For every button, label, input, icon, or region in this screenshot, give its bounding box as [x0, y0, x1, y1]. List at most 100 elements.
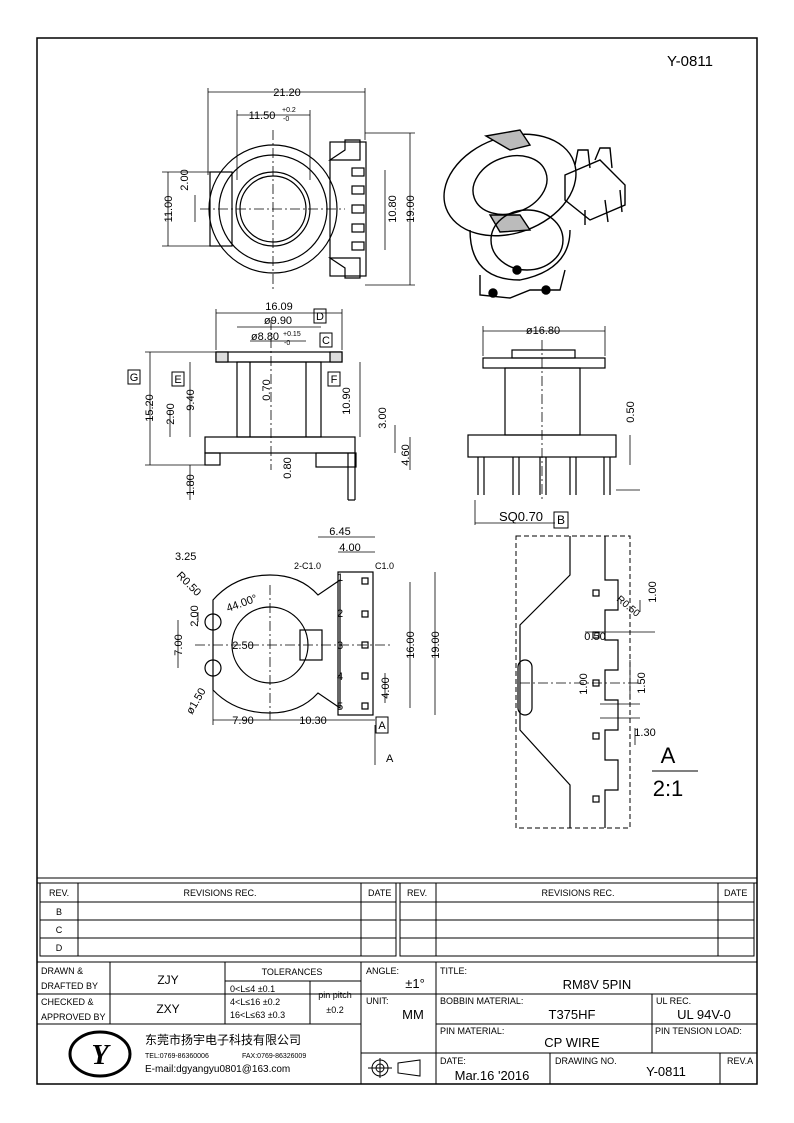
dim-side-d2-tol-plus: +0.15 — [283, 331, 301, 338]
dim-pcb-c: 0.50 — [584, 631, 605, 643]
bobbin-label: BOBBIN MATERIAL: — [440, 996, 523, 1006]
pin-label-2: 2 — [337, 608, 343, 620]
dim-top-inner: 11.50 — [249, 110, 276, 122]
pin-label-5: 5 — [337, 701, 343, 713]
dim-bottom-slot: 2.00 — [189, 605, 201, 626]
checked-value: ZXY — [156, 1002, 179, 1016]
dim-top-right-outer: 19.00 — [405, 195, 417, 223]
dim-bottom-w-pin: 4.00 — [339, 542, 360, 554]
tol-row-2: 4<L≤16 ±0.2 — [230, 997, 280, 1007]
unit-label: UNIT: — [366, 996, 389, 1006]
tolerances-label: TOLERANCES — [262, 967, 323, 977]
dim-bottom-right: 10.30 — [299, 715, 327, 727]
pcb-detail-view — [515, 535, 655, 829]
dim-side-base: 1.80 — [185, 474, 197, 495]
dim-side-h-e: 3.00 — [377, 407, 389, 428]
dim-side-h-total: 15.20 — [144, 394, 156, 422]
dim-bottom-r2: R0.50 — [174, 570, 203, 599]
datum-box-a — [375, 716, 389, 734]
datum-c: C — [322, 335, 330, 347]
dim-bottom-outer: 19.00 — [430, 631, 442, 659]
isometric-view — [443, 129, 626, 299]
drawing-no-value: Y-0811 — [646, 1064, 686, 1079]
checked-label-2: APPROVED BY — [41, 1012, 106, 1022]
dim-bottom-pitch: 4.00 — [380, 677, 392, 698]
drawn-value: ZJY — [157, 973, 178, 987]
date-value: Mar.16 '2016 — [455, 1068, 530, 1083]
dim-bottom-d-left: 7.00 — [173, 634, 185, 655]
tol-row-1: 0<L≤4 ±0.1 — [230, 984, 275, 994]
scale-label-bottom: 2:1 — [653, 776, 684, 801]
tol-row-3: 16<L≤63 ±0.3 — [230, 1010, 285, 1020]
dim-pcb-e: 1.50 — [636, 672, 648, 693]
dim-side-d2: ø8.80 — [251, 331, 279, 343]
dim-top-left-h: 11.00 — [163, 196, 175, 223]
bobbin-value: T375HF — [549, 1007, 596, 1022]
date-header-left: DATE — [368, 888, 391, 898]
pin-material-value: CP WIRE — [544, 1035, 600, 1050]
dim-bottom-w-total: 6.45 — [329, 526, 350, 538]
datum-box-d — [313, 308, 327, 324]
date-label: DATE: — [440, 1056, 466, 1066]
rec-header-left: REVISIONS REC. — [183, 888, 256, 898]
dim-front-pin-sq: SQ0.70 — [499, 509, 543, 524]
bottom-view — [177, 536, 436, 765]
rev-label: REV.A — [727, 1056, 753, 1066]
dim-side-h-d: 10.90 — [341, 387, 353, 415]
datum-box-b — [553, 511, 569, 529]
title-label: TITLE: — [440, 966, 467, 976]
front-view — [467, 326, 640, 525]
company-fax: FAX:0769-86326009 — [242, 1053, 306, 1060]
scale-label-top: A — [661, 743, 676, 768]
rev-row-b: B — [56, 907, 62, 917]
dim-top-inner-tol-plus: +0.2 — [282, 107, 296, 114]
dim-pcb-d: 1.00 — [578, 673, 590, 694]
datum-box-c — [319, 332, 333, 348]
dim-front-offset: 0.50 — [625, 401, 637, 422]
dim-side-h-b: 9.40 — [185, 389, 197, 410]
company-email: E-mail:dgyangyu0801@163.com — [145, 1064, 290, 1075]
datum-a: A — [378, 720, 386, 732]
drawing-no-label: DRAWING NO. — [555, 1056, 617, 1066]
logo-mark: Y — [91, 1040, 111, 1071]
ul-value: UL 94V-0 — [677, 1007, 731, 1022]
dim-top-right-inner: 10.80 — [387, 195, 399, 223]
rev-header-left: REV. — [49, 888, 69, 898]
dim-side-h-c: 0.70 — [261, 379, 273, 400]
title-block — [37, 877, 757, 1084]
drawn-label-1: DRAWN & — [41, 966, 83, 976]
ul-label: UL REC. — [656, 996, 691, 1006]
dim-bottom-hole: ø1.50 — [184, 686, 208, 716]
angle-value: ±1° — [405, 976, 425, 991]
pin-material-label: PIN MATERIAL: — [440, 1026, 504, 1036]
dim-side-d1: ø9.90 — [264, 315, 292, 327]
pin-label-3: 3 — [337, 640, 343, 652]
datum-f: F — [331, 374, 338, 386]
pin-pitch-value: ±0.2 — [326, 1005, 343, 1015]
datum-box-g — [127, 369, 141, 385]
drawn-label-2: DRAFTED BY — [41, 981, 98, 991]
date-header-right: DATE — [724, 888, 747, 898]
dim-bottom-r1: 3.25 — [175, 551, 196, 563]
dim-top-left-slot: 2.00 — [179, 169, 191, 190]
unit-value: MM — [402, 1007, 424, 1022]
projection-symbol-icon — [368, 1058, 421, 1078]
datum-b: B — [557, 513, 565, 527]
datum-d: D — [316, 311, 324, 323]
pin-label-4: 4 — [337, 671, 343, 683]
dim-bottom-center: 2.50 — [232, 640, 253, 652]
pin-tension-label: PIN TENSION LOAD: — [655, 1026, 742, 1036]
dim-side-d2-tol-minus: -0 — [284, 340, 290, 347]
dim-pcb-a: 1.00 — [647, 581, 659, 602]
datum-box-e — [171, 371, 185, 387]
dim-top-width: 21.20 — [273, 87, 301, 99]
dim-bottom-c1: 2-C1.0 — [294, 561, 321, 571]
dim-bottom-angle: 44.00° — [225, 593, 259, 615]
dim-side-od: 16.09 — [265, 301, 293, 313]
sheet-border — [36, 37, 758, 1085]
company-logo: Y — [68, 1030, 132, 1078]
dim-bottom-left: 7.90 — [232, 715, 253, 727]
dim-bottom-c2: C1.0 — [375, 561, 394, 571]
datum-box-f — [327, 371, 341, 387]
